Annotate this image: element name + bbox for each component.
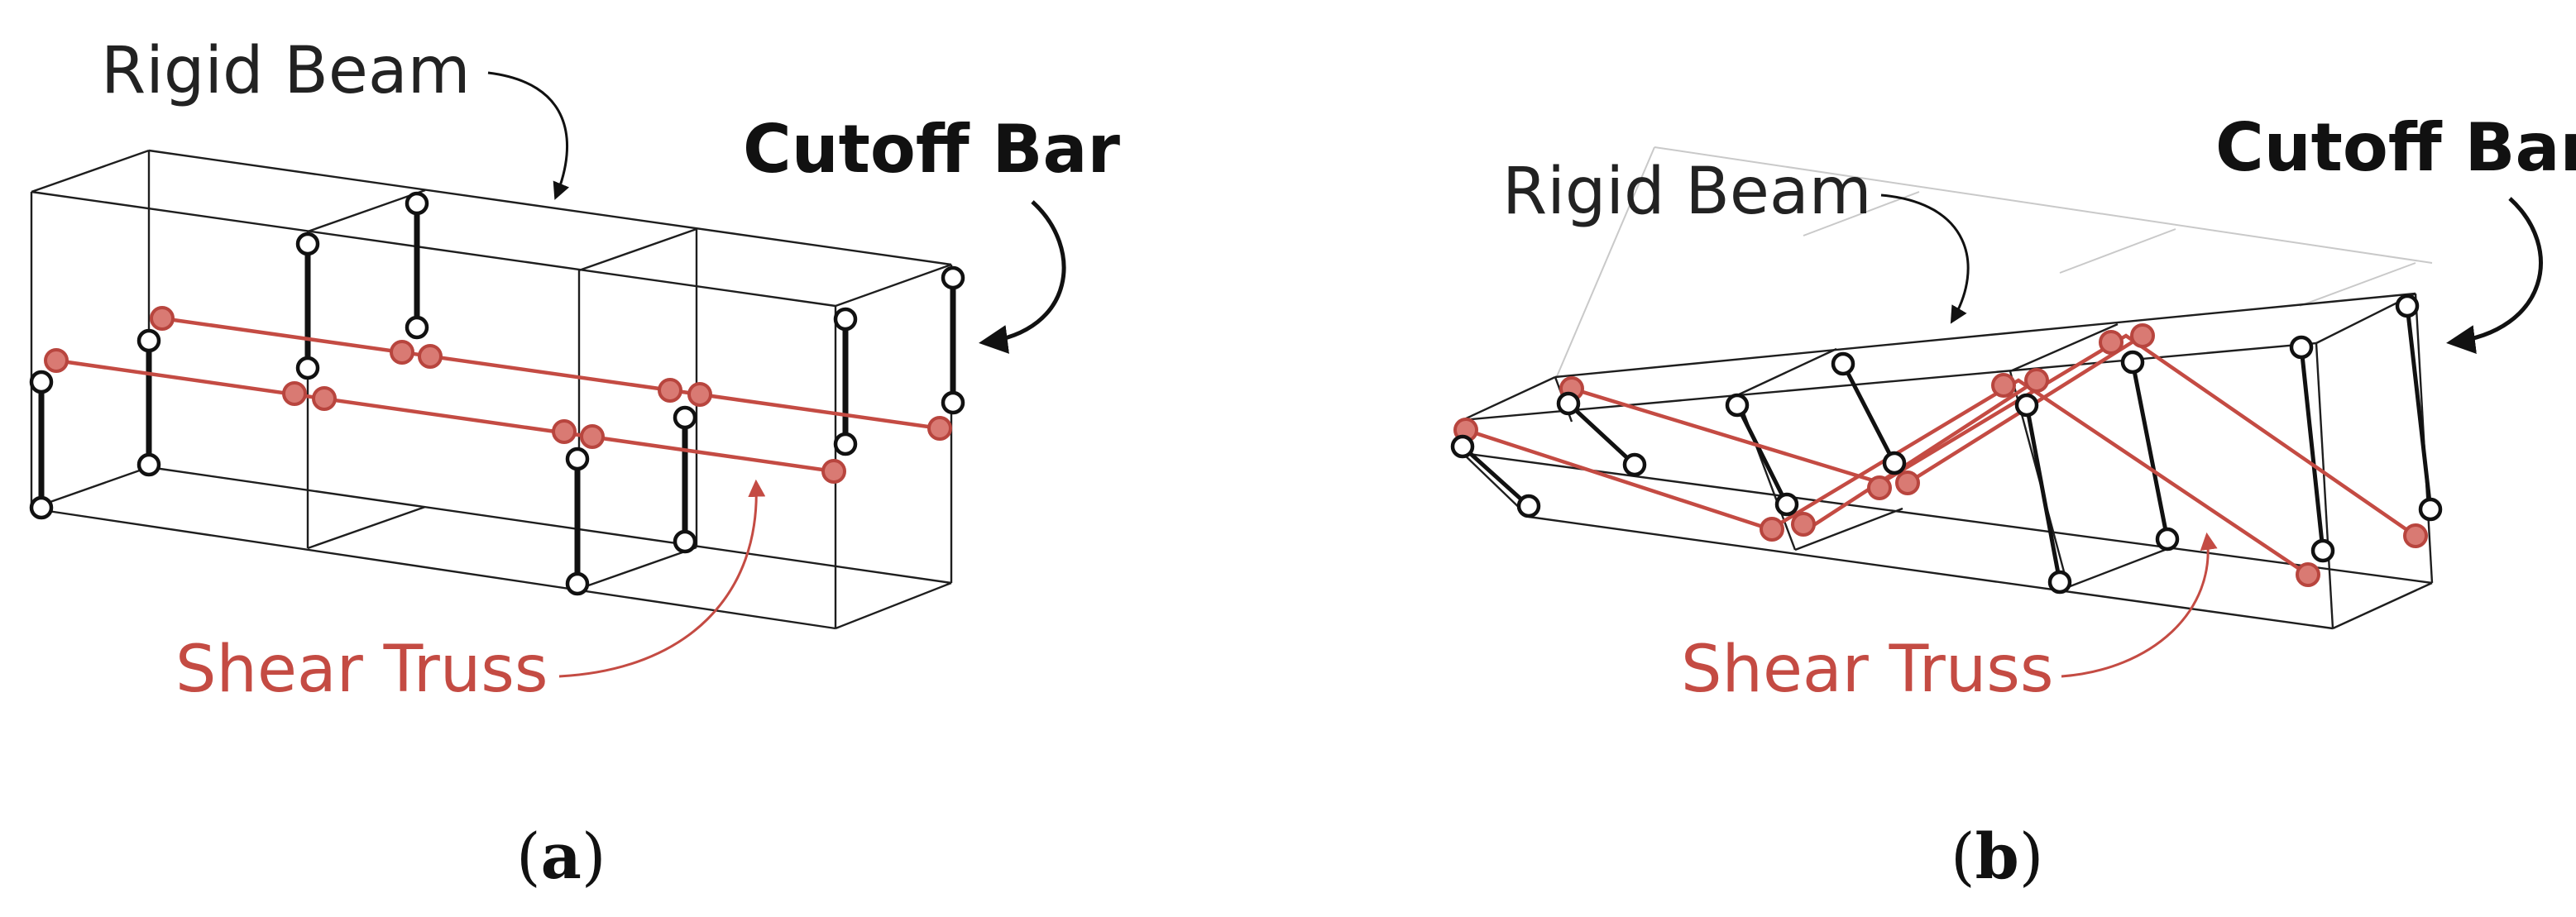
panel-b-shear-truss-leader xyxy=(2061,532,2218,678)
bar-node xyxy=(2418,497,2443,522)
panel-b-rigid-beam-faint xyxy=(1554,146,2433,381)
bar-node xyxy=(1882,451,1907,475)
bar-node xyxy=(1725,393,1750,418)
truss-node xyxy=(2130,323,2155,348)
truss-node xyxy=(2296,562,2320,587)
panel-b-bar-nodes xyxy=(1450,294,2443,595)
bar-node xyxy=(833,307,858,332)
bar-node xyxy=(136,328,161,353)
cutoff-bar xyxy=(2130,361,2170,540)
cutoff-bar xyxy=(2405,305,2433,510)
panel-a-shear-truss-leader xyxy=(558,479,766,678)
bar-node xyxy=(1450,434,1475,459)
bar-node xyxy=(1516,494,1541,518)
truss-node xyxy=(1867,475,1892,500)
panel-a-rigid-beam-label: Rigid Beam xyxy=(101,34,471,108)
bar-node xyxy=(2289,335,2314,360)
panel-b-cutoff-bar-label: Cutoff Bar xyxy=(2215,109,2576,186)
panel-b-rigid-beam-leader xyxy=(1880,193,1970,324)
cutoff-bar xyxy=(2299,346,2325,552)
bar-node xyxy=(673,405,697,430)
bar-node xyxy=(405,191,429,216)
panel-a-cutoff-bars xyxy=(38,203,956,584)
panel-b: Rigid Beam Cutoff Bar Shear Truss (b) xyxy=(1450,109,2576,893)
bar-node xyxy=(29,495,54,520)
panel-a-cutoff-bar-leader xyxy=(979,200,1066,354)
panel-a-bar-nodes xyxy=(29,191,965,596)
bar-node xyxy=(2395,294,2420,318)
cutoff-bar xyxy=(1461,445,1530,508)
panel-b-caption: (b) xyxy=(1951,819,2043,893)
truss-node xyxy=(1791,512,1816,537)
panel-a-shear-truss-nodes xyxy=(44,306,952,484)
panel-b-cutoff-bar-leader xyxy=(2446,197,2543,354)
truss-node xyxy=(821,459,846,484)
truss-node xyxy=(150,306,175,331)
bar-node xyxy=(295,232,320,256)
bar-node xyxy=(941,390,965,415)
bar-node xyxy=(295,356,320,380)
bar-node xyxy=(1831,351,1855,376)
panel-b-rigid-beam-label: Rigid Beam xyxy=(1502,155,1872,229)
cutoff-bar xyxy=(1841,362,1897,465)
bar-node xyxy=(565,571,590,596)
truss-node xyxy=(658,378,682,403)
bar-node xyxy=(1556,391,1581,416)
bar-node xyxy=(29,370,54,394)
panel-a: Rigid Beam Cutoff Bar Shear Truss (a) xyxy=(29,34,1120,893)
bar-node xyxy=(405,315,429,340)
truss-node xyxy=(580,424,605,449)
panel-a-cutoff-bar-label: Cutoff Bar xyxy=(743,111,1120,188)
panel-a-shear-truss-label: Shear Truss xyxy=(175,633,548,707)
truss-node xyxy=(44,348,69,373)
cutoff-bar xyxy=(2024,404,2062,583)
truss-node xyxy=(2099,330,2124,355)
truss-node xyxy=(282,381,307,406)
bar-node xyxy=(2014,393,2039,418)
bar-node xyxy=(136,452,161,477)
truss-node xyxy=(418,344,443,369)
truss-node xyxy=(687,382,712,407)
truss-node xyxy=(1991,373,2016,398)
panel-a-rigid-beam-wireframe xyxy=(30,149,953,630)
truss-node xyxy=(927,416,952,441)
bar-node xyxy=(2047,570,2072,595)
bar-node xyxy=(565,447,590,471)
bar-node xyxy=(2120,350,2145,375)
truss-node xyxy=(390,340,414,365)
cutoff-bar xyxy=(1735,404,1789,506)
panel-a-shear-truss xyxy=(55,316,941,474)
bar-node xyxy=(2155,527,2180,552)
bar-node xyxy=(2310,538,2335,563)
bar-node xyxy=(1622,452,1647,477)
bar-node xyxy=(673,529,697,554)
bar-node xyxy=(833,432,858,456)
panel-b-shear-truss-label: Shear Truss xyxy=(1681,633,2054,707)
truss-node xyxy=(1760,517,1784,542)
truss-node xyxy=(552,419,577,444)
truss-node xyxy=(2024,368,2049,393)
panel-b-cutoff-bars xyxy=(1461,305,2433,583)
cutoff-bar xyxy=(1567,402,1636,466)
truss-node xyxy=(312,386,337,411)
truss-node xyxy=(2403,523,2428,548)
panel-a-rigid-beam-leader xyxy=(487,71,570,200)
truss-node xyxy=(1895,470,1920,495)
bar-node xyxy=(941,265,965,290)
bar-node xyxy=(1774,492,1799,517)
panel-a-caption: (a) xyxy=(516,819,606,893)
panel-b-rigid-beam-wireframe xyxy=(1461,292,2434,630)
panel-b-shear-truss-nodes xyxy=(1453,323,2428,587)
